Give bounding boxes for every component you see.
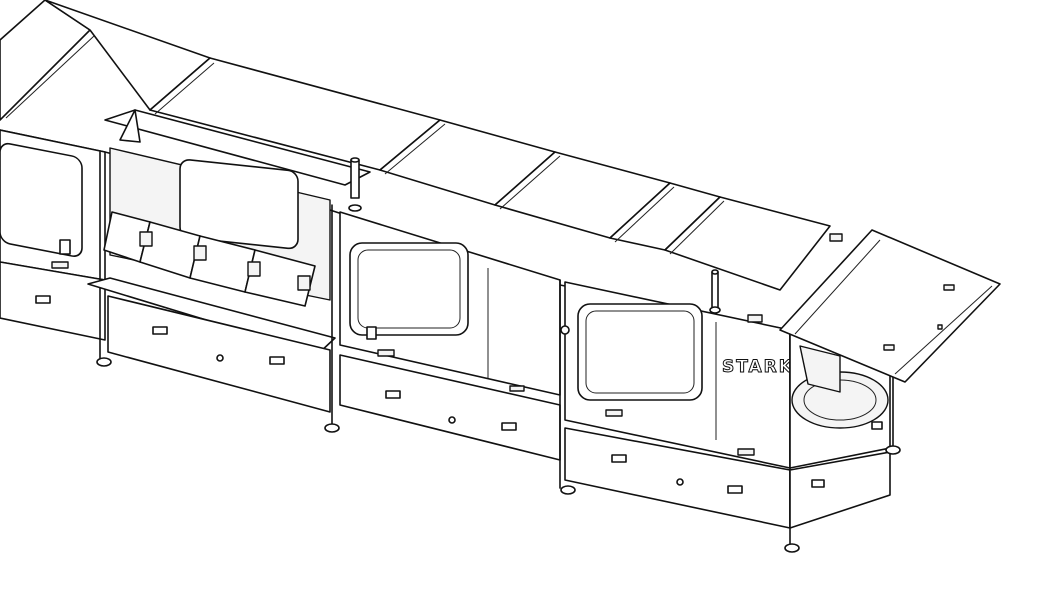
open-module-lock	[216, 354, 224, 362]
middle-module-lock	[448, 416, 456, 424]
signal-tower-2	[711, 271, 719, 309]
left-module	[0, 129, 112, 367]
right-module-lock	[676, 478, 684, 486]
roof-panels	[0, 0, 831, 331]
right-module-handle-1	[611, 454, 627, 463]
open-module-handle-2	[269, 356, 285, 365]
brand-label: STARK	[722, 357, 794, 377]
foot-5	[885, 445, 901, 455]
open-module-hood	[104, 109, 371, 186]
end-module	[779, 229, 1001, 529]
signal-tower-1	[350, 159, 360, 199]
left-module-handle	[35, 295, 51, 304]
foot-2	[324, 423, 340, 433]
end-module-lid	[779, 229, 1001, 383]
clamp-4	[297, 275, 311, 291]
foot-1	[96, 357, 112, 367]
middle-module-vent	[377, 349, 395, 357]
middle-module-window	[349, 242, 469, 336]
right-module-hinge	[560, 325, 570, 335]
middle-module	[339, 211, 576, 495]
foot-3	[560, 485, 576, 495]
end-module-mechanism	[799, 345, 841, 393]
end-module-base	[789, 451, 891, 529]
left-module-window	[0, 142, 83, 257]
middle-module-handle-2	[501, 422, 517, 431]
middle-module-switch	[366, 326, 377, 340]
open-module-handle-1	[152, 326, 168, 335]
right-module: STARK	[560, 233, 843, 553]
clamp-2	[193, 245, 207, 261]
right-module-window	[577, 303, 703, 401]
left-module-vent	[51, 261, 69, 269]
right-module-handle-2	[727, 485, 743, 494]
clamp-1	[139, 231, 153, 247]
middle-module-handle-1	[385, 390, 401, 399]
roof-panel-7	[664, 196, 831, 291]
open-module	[87, 109, 371, 433]
left-module-base	[0, 261, 106, 341]
foot-4	[784, 543, 800, 553]
open-module-base	[107, 295, 331, 413]
clamp-3	[247, 261, 261, 277]
tray-4	[244, 249, 316, 307]
left-module-switch	[59, 239, 71, 255]
open-module-rear-window	[179, 159, 299, 250]
